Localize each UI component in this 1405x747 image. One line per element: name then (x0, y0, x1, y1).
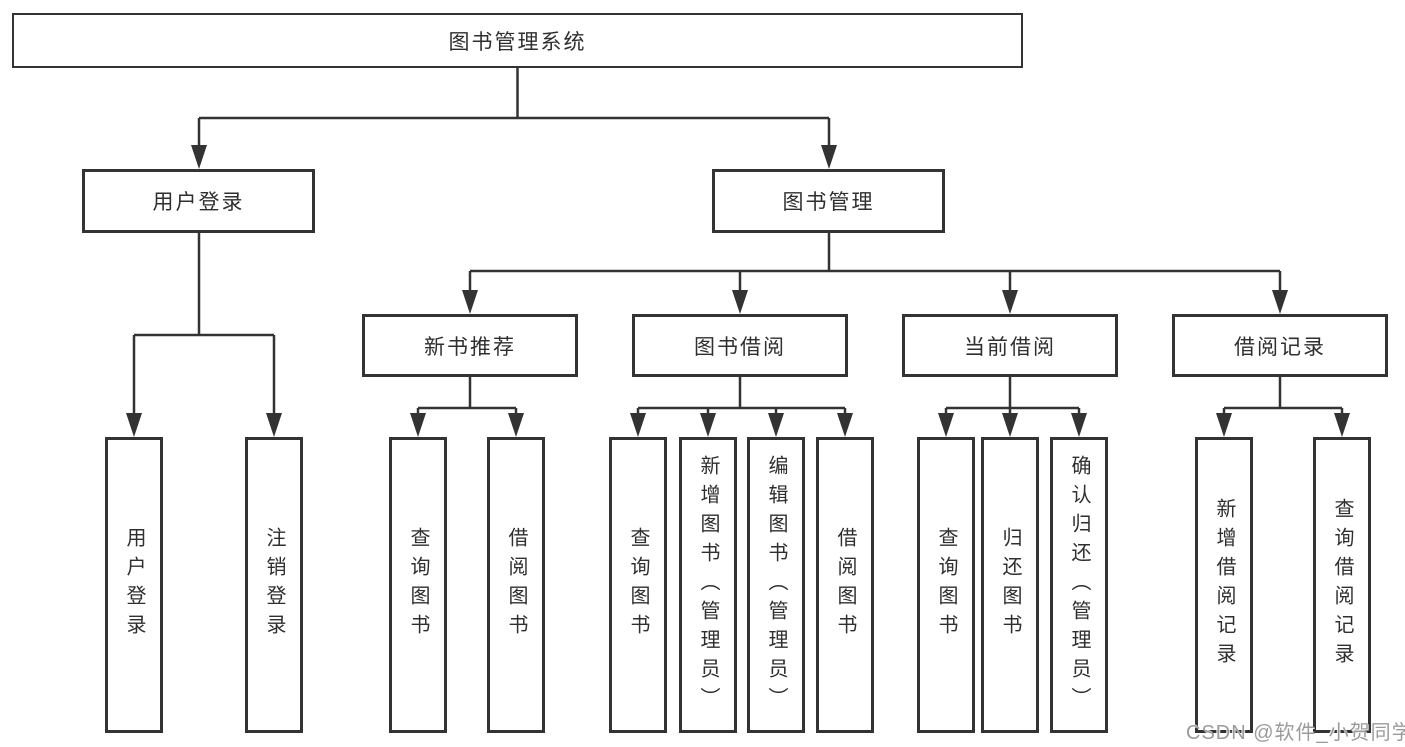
node-label: 用户登录 (152, 191, 245, 214)
node-query-books-current: 查询图书 (917, 437, 975, 733)
node-query-books-borrow: 查询图书 (609, 437, 667, 733)
node-label: 图书借阅 (694, 335, 786, 359)
node-label: 新增借阅记录 (1213, 498, 1235, 672)
node-label: 查询借阅记录 (1331, 498, 1353, 672)
node-library-management-system: 图书管理系统 (12, 13, 1023, 68)
node-label: 借阅图书 (505, 527, 527, 643)
edge-new-book-recommend-children (410, 377, 524, 437)
node-add-borrow-record: 新增借阅记录 (1195, 437, 1253, 733)
node-label: 借阅图书 (834, 527, 856, 643)
node-label: 归还图书 (999, 527, 1021, 643)
node-query-borrow-record: 查询借阅记录 (1313, 437, 1371, 733)
node-label: 图书管理系统 (448, 30, 587, 54)
node-label: 图书管理 (782, 191, 875, 214)
node-new-book-recommend: 新书推荐 (362, 314, 578, 377)
edge-book-borrow-children (630, 377, 853, 437)
node-label: 查询图书 (627, 527, 649, 643)
node-label: 确认归还（管理员） (1068, 454, 1090, 716)
node-label: 注销登录 (263, 527, 285, 643)
node-confirm-return-admin: 确认归还（管理员） (1050, 437, 1108, 733)
node-edit-book-admin: 编辑图书（管理员） (747, 437, 805, 733)
node-user-login: 用户登录 (82, 169, 315, 233)
edge-user-login-children (126, 233, 282, 437)
edge-current-borrow-children (938, 377, 1087, 437)
node-borrow-records: 借阅记录 (1172, 314, 1388, 377)
node-label: 查询图书 (935, 527, 957, 643)
node-borrow-books-recommend: 借阅图书 (487, 437, 545, 733)
node-label: 新增图书（管理员） (697, 454, 719, 716)
node-query-books-recommend: 查询图书 (389, 437, 447, 733)
node-current-borrow: 当前借阅 (902, 314, 1118, 377)
node-label: 编辑图书（管理员） (765, 454, 787, 716)
csdn-watermark: CSDN @软件_小贺同学 (1186, 722, 1405, 744)
node-label: 借阅记录 (1234, 335, 1326, 359)
node-add-book-admin: 新增图书（管理员） (679, 437, 737, 733)
node-label: 查询图书 (407, 527, 429, 643)
node-book-borrow: 图书借阅 (632, 314, 848, 377)
edge-root-to-level2 (191, 68, 837, 169)
node-borrow-books-leaf: 借阅图书 (816, 437, 874, 733)
edge-borrow-records-children (1216, 377, 1350, 437)
node-user-login-leaf: 用户登录 (105, 437, 163, 733)
node-label: 新书推荐 (424, 335, 516, 359)
node-return-books: 归还图书 (981, 437, 1039, 733)
edge-book-management-sections (462, 233, 1288, 314)
node-label: 用户登录 (123, 527, 145, 643)
node-book-management: 图书管理 (712, 169, 945, 233)
node-label: 当前借阅 (964, 335, 1056, 359)
node-logout-leaf: 注销登录 (245, 437, 303, 733)
